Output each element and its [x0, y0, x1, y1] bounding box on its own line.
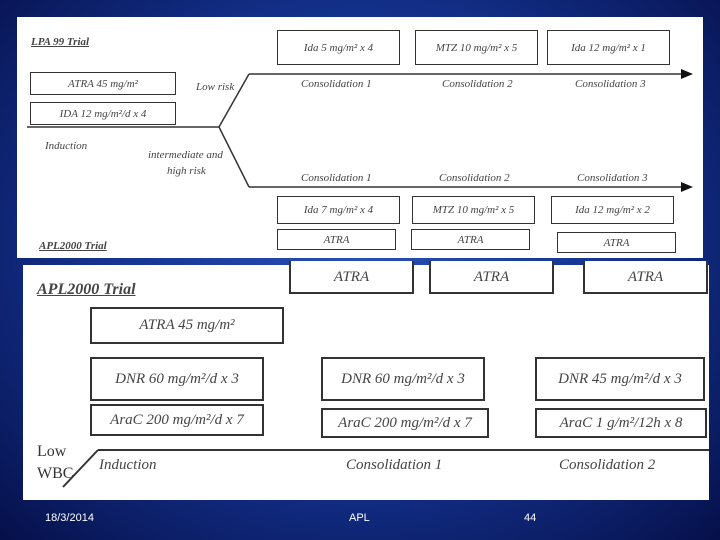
apl2000-atra1-box: ATRA	[289, 261, 414, 294]
consolidation1-dnr-box: DNR 60 mg/m²/d x 3	[321, 357, 485, 401]
low-risk-consolidation3-box: Ida 12 mg/m² x 1	[547, 30, 670, 65]
high-risk-atra1-box: ATRA	[277, 229, 396, 250]
high-risk-consolidation2-box: MTZ 10 mg/m² x 5	[412, 196, 535, 224]
lpa99-trial-label: LPA 99 Trial	[31, 36, 90, 48]
footer-title: APL	[349, 512, 370, 524]
induction-label: Induction	[45, 140, 88, 152]
high-risk-atra2-box: ATRA	[411, 229, 530, 250]
low-risk-consolidation1-box: Ida 5 mg/m² x 4	[277, 30, 400, 65]
high-risk-consolidation1-box: Ida 7 mg/m² x 4	[277, 196, 400, 224]
high-risk-phase1-label: Consolidation 1	[301, 172, 372, 184]
consolidation2-phase-label: Consolidation 2	[559, 457, 656, 473]
high-risk-consolidation3-box: Ida 12 mg/m² x 2	[551, 196, 674, 224]
apl2000-connector-lines	[62, 449, 709, 488]
consolidation2-arac-box: AraC 1 g/m²/12h x 8	[535, 408, 707, 438]
high-risk-phase3-label: Consolidation 3	[577, 172, 648, 184]
low-risk-phase3-label: Consolidation 3	[575, 78, 646, 90]
low-risk-phase1-label: Consolidation 1	[301, 78, 372, 90]
induction-phase-label: Induction	[99, 457, 157, 473]
footer-date: 18/3/2014	[45, 512, 94, 524]
low-risk-phase2-label: Consolidation 2	[442, 78, 513, 90]
footer-page-number: 44	[524, 512, 537, 524]
apl2000-diagram-panel: ATRA ATRA ATRA APL2000 Trial ATRA 45 mg/…	[23, 261, 709, 500]
induction-atra-box: ATRA 45 mg/m²	[30, 72, 176, 95]
consolidation1-phase-label: Consolidation 1	[346, 457, 443, 473]
lpa99-connector-lines	[27, 69, 693, 192]
induction-arac-box: AraC 200 mg/m²/d x 7	[90, 404, 264, 436]
lpa99-diagram-panel: LPA 99 Trial ATRA 45 mg/m² IDA 12 mg/m²/…	[17, 17, 703, 258]
induction-atra-box: ATRA 45 mg/m²	[90, 307, 284, 344]
apl2000-atra3-box: ATRA	[583, 261, 708, 294]
high-risk-label-line1: intermediate and	[148, 149, 223, 161]
low-risk-label: Low risk	[196, 81, 235, 93]
high-risk-atra3-box: ATRA	[557, 232, 676, 253]
apl2000-atra2-box: ATRA	[429, 261, 554, 294]
high-risk-phase2-label: Consolidation 2	[439, 172, 510, 184]
induction-dnr-box: DNR 60 mg/m²/d x 3	[90, 357, 264, 401]
consolidation1-arac-box: AraC 200 mg/m²/d x 7	[321, 408, 489, 438]
induction-ida-box: IDA 12 mg/m²/d x 4	[30, 102, 176, 125]
apl2000-trial-label-top: APL2000 Trial	[39, 240, 107, 252]
wbc-label: WBC	[37, 465, 74, 482]
high-risk-label-line2: high risk	[167, 165, 206, 177]
apl2000-trial-label: APL2000 Trial	[37, 281, 136, 298]
low-risk-consolidation2-box: MTZ 10 mg/m² x 5	[415, 30, 538, 65]
consolidation2-dnr-box: DNR 45 mg/m²/d x 3	[535, 357, 705, 401]
low-label: Low	[37, 443, 67, 460]
